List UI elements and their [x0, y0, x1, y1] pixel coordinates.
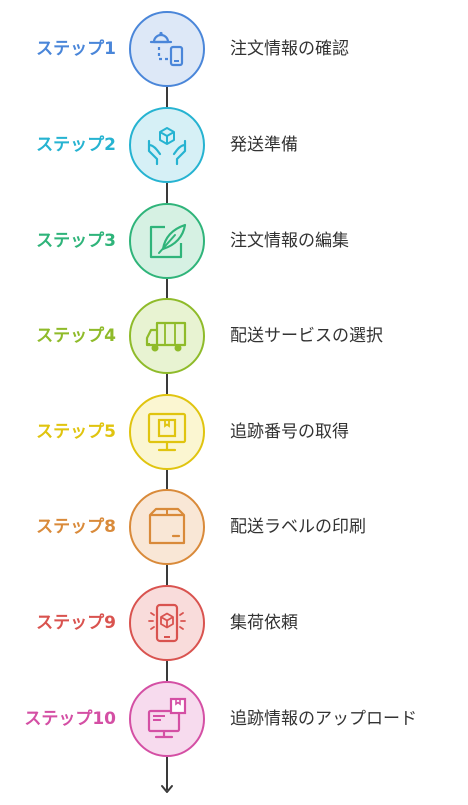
phone-package-icon [148, 603, 186, 643]
step-circle [129, 681, 205, 757]
step-label: ステップ9 [36, 613, 116, 633]
step-label: ステップ8 [36, 517, 116, 537]
connector-line [166, 374, 168, 394]
connector-line [166, 565, 168, 585]
step-item: ステップ10 追跡情報のアップロード [0, 681, 468, 757]
cardboard-box-icon [148, 507, 186, 545]
step-item: ステップ8 配送ラベルの印刷 [0, 489, 468, 565]
step-circle [129, 585, 205, 661]
step-item: ステップ3 注文情報の編集 [0, 203, 468, 279]
step-label: ステップ2 [36, 135, 116, 155]
step-item: ステップ9 集荷依頼 [0, 585, 468, 661]
delivery-truck-icon [145, 321, 187, 352]
arrow-down-icon [161, 785, 173, 793]
step-label: ステップ1 [36, 39, 116, 59]
step-description: 追跡番号の取得 [230, 422, 349, 442]
step-description: 注文情報の確認 [230, 39, 349, 59]
step-circle [129, 107, 205, 183]
step-description: 配送サービスの選択 [230, 326, 383, 346]
connector-line [166, 183, 168, 203]
step-item: ステップ1 注文情報の確認 [0, 11, 468, 87]
step-circle [129, 298, 205, 374]
step-description: 配送ラベルの印刷 [230, 517, 366, 537]
box-in-hands-icon [147, 127, 187, 166]
step-label: ステップ5 [36, 422, 116, 442]
step-circle [129, 489, 205, 565]
step-description: 集荷依頼 [230, 613, 298, 633]
monitor-package-icon [147, 412, 187, 452]
step-item: ステップ4 配送サービスの選択 [0, 298, 468, 374]
connector-line [166, 470, 168, 489]
end-connector-line [166, 757, 168, 790]
step-label: ステップ4 [36, 326, 116, 346]
connector-line [166, 279, 168, 298]
step-circle [129, 203, 205, 279]
computer-package-icon [147, 697, 187, 739]
order-delivery-phone-icon [149, 31, 184, 67]
edit-feather-icon [149, 223, 187, 259]
step-item: ステップ2 発送準備 [0, 107, 468, 183]
connector-line [166, 87, 168, 107]
connector-line [166, 661, 168, 681]
step-description: 追跡情報のアップロード [230, 709, 417, 729]
step-circle [129, 11, 205, 87]
step-item: ステップ5 追跡番号の取得 [0, 394, 468, 470]
step-circle [129, 394, 205, 470]
step-label: ステップ10 [24, 709, 116, 729]
step-label: ステップ3 [36, 231, 116, 251]
step-description: 発送準備 [230, 135, 298, 155]
step-description: 注文情報の編集 [230, 231, 349, 251]
